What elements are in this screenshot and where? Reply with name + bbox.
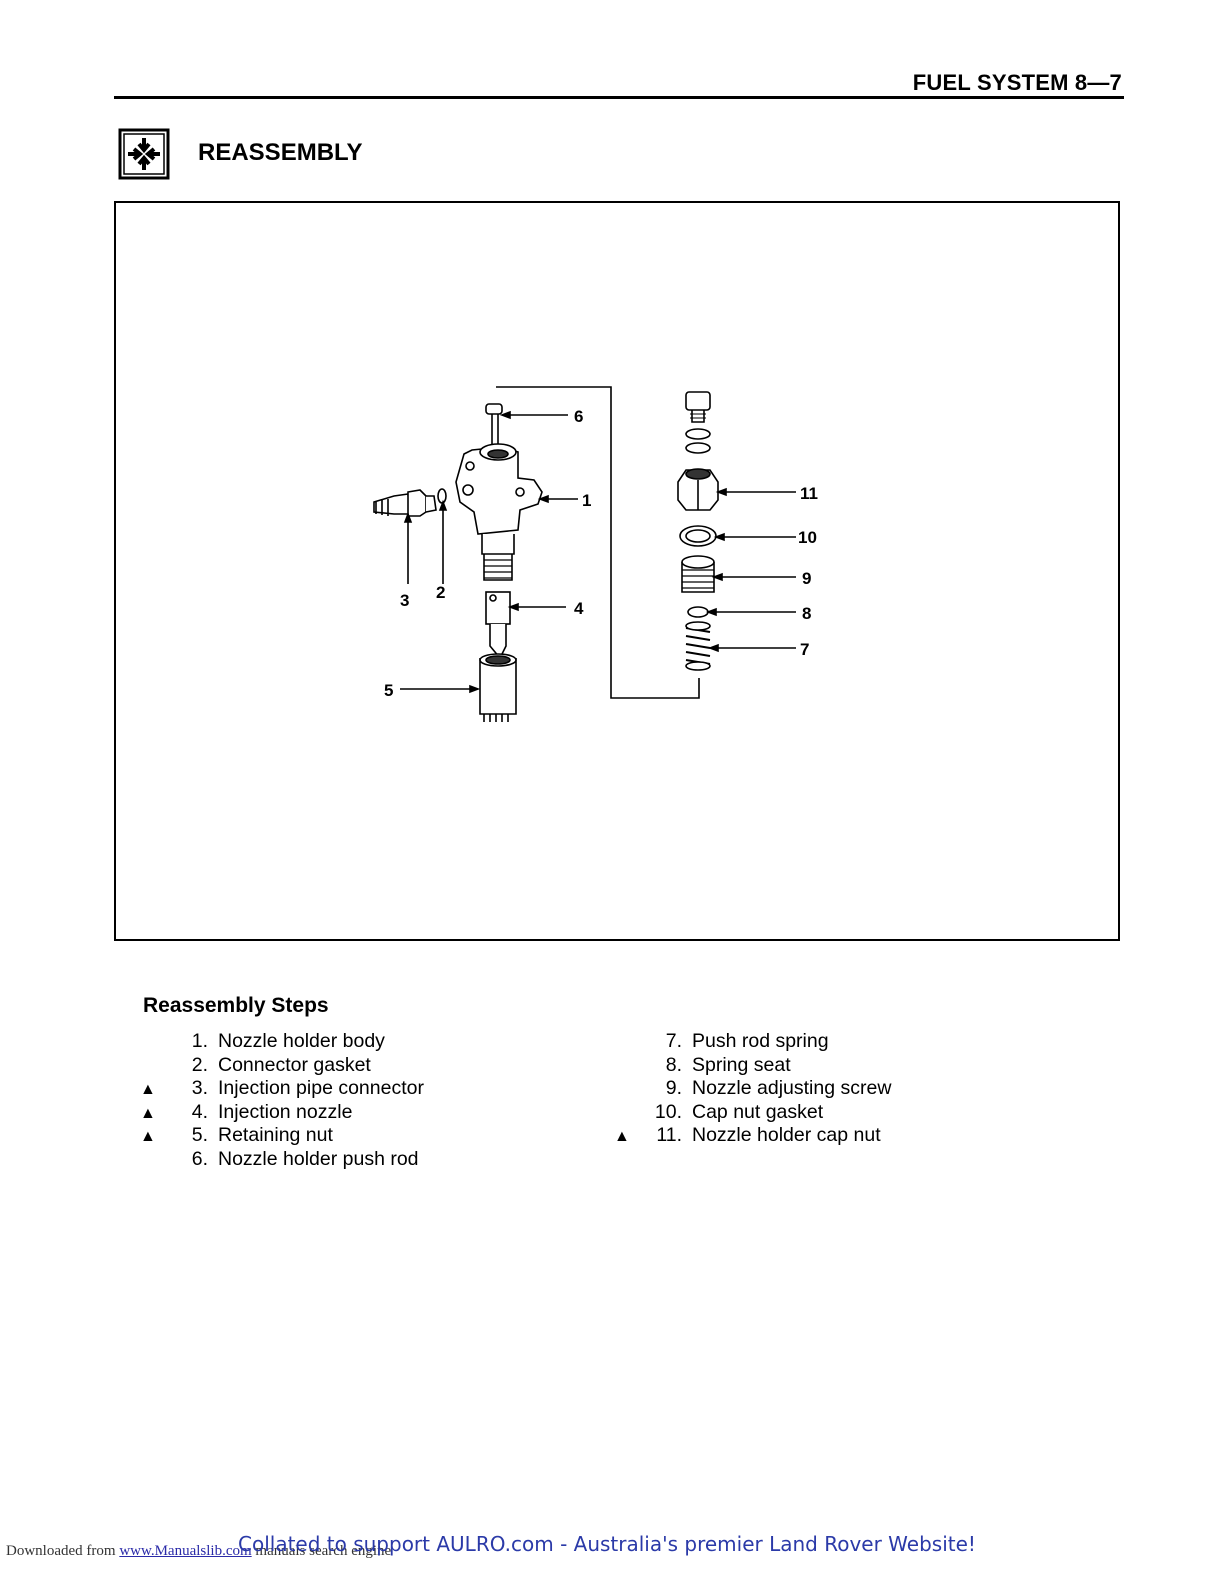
callout-11: 11 [800, 484, 818, 503]
step-number: 1. [191, 1030, 208, 1052]
footer-download-note: Downloaded from www.Manualslib.com manua… [6, 1543, 391, 1560]
triangle-mark-icon: ▲ [614, 1128, 630, 1145]
reassembly-icon [118, 128, 170, 180]
step-label: Push rod spring [692, 1030, 829, 1052]
step-label: Nozzle holder cap nut [692, 1124, 881, 1146]
step-label: Retaining nut [218, 1124, 333, 1146]
step-label: Spring seat [692, 1053, 791, 1076]
step-label: Injection nozzle [218, 1100, 353, 1123]
step-item: 1. Nozzle holder body [140, 1030, 424, 1054]
step-label: Nozzle adjusting screw [692, 1077, 892, 1099]
step-item: ▲ 5. Retaining nut [140, 1124, 424, 1148]
step-number: 7. [665, 1030, 682, 1052]
callout-4: 4 [574, 599, 584, 618]
download-prefix: Downloaded from [6, 1543, 116, 1559]
step-number: 4. [191, 1100, 208, 1123]
callout-5: 5 [384, 681, 393, 700]
nozzle-exploded-diagram: 6 1 3 2 4 5 11 10 9 8 7 [373, 386, 818, 722]
callout-1: 1 [582, 491, 591, 510]
step-label: Connector gasket [218, 1053, 371, 1076]
download-suffix: manuals search engine [255, 1543, 392, 1559]
step-item: 10. Cap nut gasket [614, 1101, 891, 1125]
triangle-mark-icon: ▲ [140, 1128, 156, 1145]
step-number: 2. [191, 1053, 208, 1076]
footer-collated-note: Collated to support AULRO.com - Australi… [238, 1532, 976, 1556]
step-number: 6. [191, 1147, 208, 1170]
step-item: ▲ 4. Injection nozzle [140, 1101, 424, 1125]
step-item: 2. Connector gasket [140, 1054, 424, 1078]
step-item: 9. Nozzle adjusting screw [614, 1077, 892, 1101]
step-number: 5. [191, 1124, 208, 1146]
section-title: REASSEMBLY [198, 139, 363, 166]
callout-7: 7 [800, 640, 809, 659]
step-item: ▲ 11. Nozzle holder cap nut [614, 1124, 891, 1148]
step-number: 11. [656, 1124, 682, 1146]
triangle-mark-icon: ▲ [140, 1104, 156, 1122]
page-header-title: FUEL SYSTEM 8—7 [912, 70, 1122, 95]
callout-3: 3 [400, 591, 409, 610]
callout-6: 6 [574, 407, 583, 426]
triangle-mark-icon: ▲ [140, 1081, 156, 1098]
step-item: 6. Nozzle holder push rod [140, 1148, 424, 1172]
callout-9: 9 [802, 569, 811, 588]
step-item: 7. Push rod spring [614, 1030, 891, 1054]
step-number: 9. [665, 1077, 682, 1099]
callout-10: 10 [798, 528, 817, 547]
header-rule [114, 96, 1124, 99]
step-item: 8. Spring seat [614, 1054, 891, 1078]
step-label: Injection pipe connector [218, 1077, 424, 1099]
step-number: 10. [654, 1100, 682, 1123]
manualslib-link[interactable]: www.Manualslib.com [119, 1543, 252, 1559]
step-label: Nozzle holder push rod [218, 1147, 419, 1170]
step-item: ▲ 3. Injection pipe connector [140, 1077, 424, 1101]
step-label: Cap nut gasket [692, 1100, 824, 1123]
callout-8: 8 [802, 604, 811, 623]
steps-heading: Reassembly Steps [143, 994, 329, 1017]
step-number: 8. [665, 1053, 682, 1076]
step-number: 3. [191, 1077, 208, 1099]
callout-2: 2 [436, 583, 445, 602]
exploded-view-figure: 6 1 3 2 4 5 11 10 9 8 7 [114, 201, 1120, 941]
steps-list-left: 1.Nozzle holder body 2.Connector gasket … [140, 1030, 424, 1171]
step-label: Nozzle holder body [218, 1030, 385, 1052]
steps-list-right: 7. Push rod spring 8. Spring seat 9. Nozzle… [614, 1030, 891, 1148]
